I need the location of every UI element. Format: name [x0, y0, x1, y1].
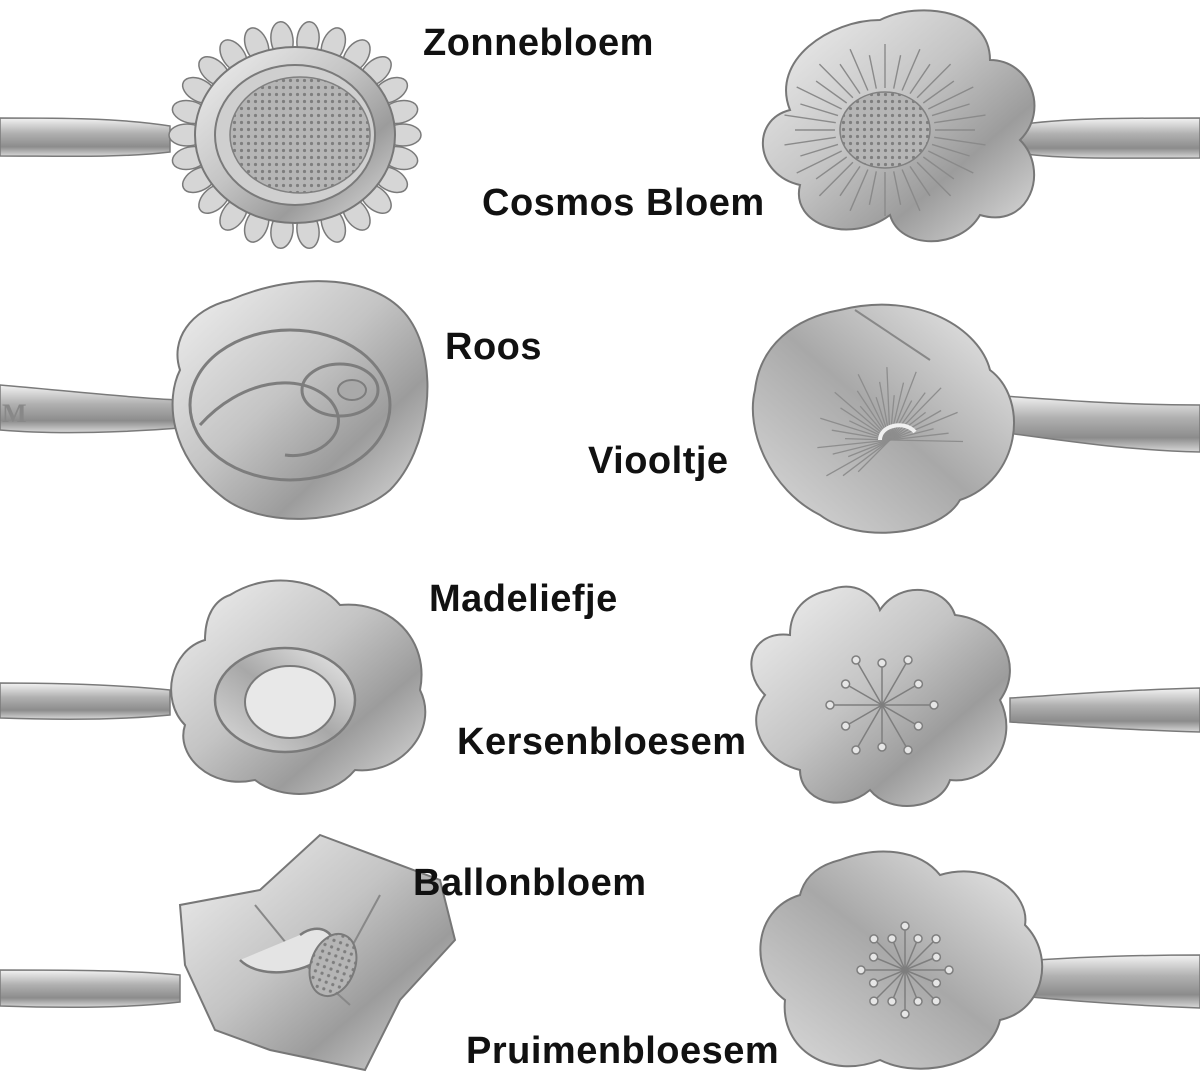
rose-spoon: M [0, 280, 429, 520]
pansy-spoon [751, 303, 1200, 534]
cherry-blossom-spoon [750, 585, 1200, 807]
pansy-rays [817, 367, 964, 477]
spoon-label-viooltje: Viooltje [588, 440, 729, 482]
plum-blossom-stamens [856, 921, 954, 1019]
plum-blossom-spoon [759, 850, 1200, 1070]
spoon-label-cosmos-bloem: Cosmos Bloem [482, 182, 765, 224]
spoon-label-madeliefje: Madeliefje [429, 578, 618, 620]
spoon-label-kersenbloesem: Kersenbloesem [457, 721, 747, 763]
cherry-blossom-stamens [825, 655, 939, 755]
spoon-label-ballonbloem: Ballonbloem [413, 862, 647, 904]
spoon-label-roos: Roos [445, 326, 542, 368]
spoon-label-pruimenbloesem: Pruimenbloesem [466, 1030, 780, 1072]
daisy-spoon [0, 579, 427, 795]
balloon-flower-spoon [0, 833, 457, 1072]
svg-text:M: M [2, 399, 27, 428]
cosmos-spoon [762, 9, 1200, 243]
sunflower-spoon [0, 21, 422, 249]
cosmos-rays [784, 44, 986, 216]
spoon-label-zonnebloem: Zonnebloem [423, 22, 654, 64]
